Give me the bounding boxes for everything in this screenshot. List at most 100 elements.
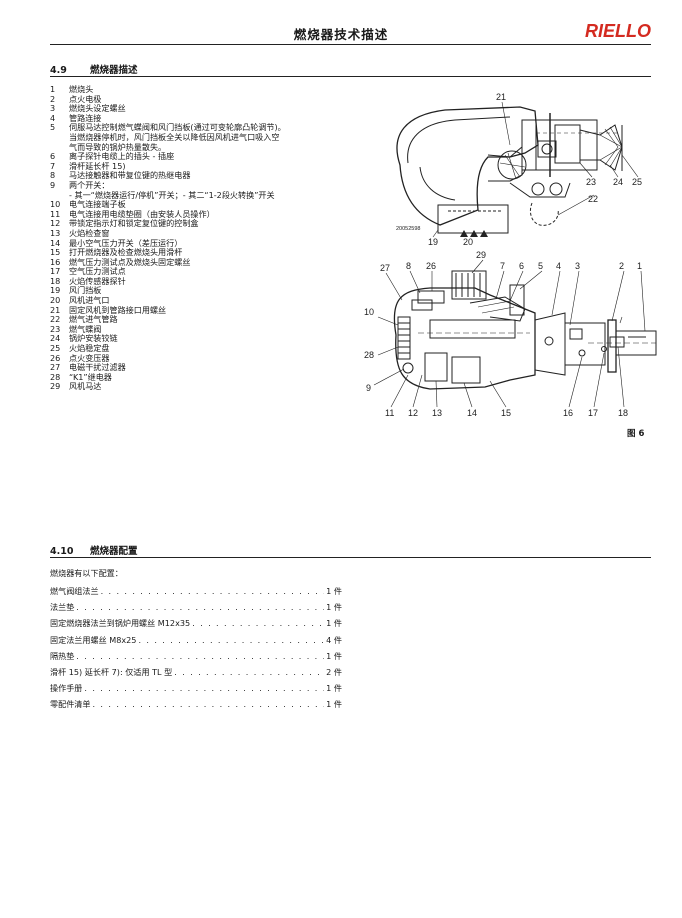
config-item: 操作手册1 件 [50, 683, 342, 699]
page-title: 燃烧器技术描述 [293, 27, 389, 42]
config-item-qty: 4 件 [326, 634, 342, 645]
part-description: 燃气进气管路 [69, 315, 350, 325]
part-description-line: 燃气进气管路 [69, 314, 118, 325]
part-description: 电磁干扰过滤器 [69, 363, 350, 373]
part-description: 点火电极 [69, 94, 350, 105]
section-rule [50, 557, 651, 558]
part-item: 24 锅炉安装铰链 [50, 334, 350, 344]
part-description: 风机进气口 [69, 295, 350, 306]
part-number: 18 [50, 275, 61, 286]
part-number: 24 [50, 333, 61, 344]
part-description-line: 燃烧头 [69, 84, 94, 94]
section-title: 燃烧器配置 [90, 546, 138, 557]
part-description-line: 火焰传感器探针 [69, 275, 126, 286]
part-item: 28“K1”继电器 [50, 372, 350, 383]
part-description: 空气压力测试点 [69, 267, 350, 277]
part-description: 锅炉安装铰链 [69, 334, 350, 344]
callout-27: 27 [380, 263, 390, 273]
section-rule [50, 76, 651, 77]
callout-21: 21 [496, 92, 506, 102]
part-item: 18 火焰传感器探针 [50, 275, 350, 287]
brand-text: RIELLO [585, 21, 651, 41]
part-description-line: 带锁定指示灯和锁定复位键的控制盒 [69, 218, 199, 229]
part-description-line: 电气连接用电缆垫圈（由安装人员操作） [69, 208, 215, 219]
part-number: 23 [50, 323, 61, 334]
riello-logo: RIELLO [585, 20, 651, 42]
callout-20: 20 [463, 237, 473, 247]
section-title: 燃烧器描述 [90, 65, 138, 76]
part-description: 电气连接用电缆垫圈（由安装人员操作） [69, 208, 350, 220]
part-description-line: 火焰稳定盘 [69, 343, 110, 354]
callout-29: 29 [476, 250, 486, 260]
top-leaders [432, 101, 639, 238]
part-number: 4 [50, 112, 56, 123]
config-item-name: 固定法兰用螺丝 M8x25 [50, 634, 137, 645]
part-description-line: 电磁干扰过滤器 [69, 362, 126, 373]
part-description: 离子探针电缆上的插头 - 插座 [69, 152, 350, 162]
callout-28: 28 [364, 350, 374, 360]
callout-8: 8 [406, 261, 411, 271]
config-item-qty: 1 件 [326, 618, 342, 629]
part-description: 两个开关：- 其一“燃烧器运行/停机”开关；- 其二“1-2段火转换”开关 [69, 180, 350, 200]
part-description-line: 火焰检查窗 [69, 227, 110, 238]
part-description: 打开燃烧器及检查燃烧头用滑杆 [69, 247, 350, 258]
config-item: 隔热垫1 件 [50, 651, 342, 667]
callout-9: 9 [366, 383, 371, 393]
figure-label: 图 6 [627, 429, 645, 439]
callout-6: 6 [519, 261, 524, 271]
part-description-line: 燃气压力测试点及燃烧头固定螺丝 [69, 256, 191, 267]
section-number: 4.9 [50, 65, 67, 76]
callout-25: 25 [632, 177, 642, 187]
part-number: 20 [50, 295, 61, 306]
callout-26: 26 [426, 261, 436, 271]
part-description: 燃烧头 [69, 84, 350, 95]
part-number: 12 [50, 218, 61, 229]
part-description: 燃烧头设定螺丝 [69, 104, 350, 114]
part-description: 火焰检查窗 [69, 227, 350, 239]
part-description-line: 固定风机到管路接口用螺丝 [69, 304, 167, 315]
part-item: 12 带锁定指示灯和锁定复位键的控制盒 [50, 219, 350, 229]
part-description-line: 风门挡板 [69, 285, 102, 296]
config-item-qty: 1 件 [326, 602, 342, 613]
part-description: 风门挡板 [69, 286, 350, 296]
callout-23: 23 [586, 177, 596, 187]
part-number: 7 [50, 160, 56, 171]
config-item: 零配件清单1 件 [50, 699, 342, 715]
part-number: 25 [50, 343, 61, 354]
burner-section-view [393, 270, 657, 390]
callout-5: 5 [538, 261, 543, 271]
part-description: 伺服马达控制燃气蝶阀和风门挡板(通过可变轮廓凸轮调节)。当燃烧器停机时，风门挡板… [69, 123, 350, 152]
config-item: 固定法兰用螺丝 M8x25 4 件 [50, 635, 342, 651]
config-item: 法兰垫 1 件 [50, 602, 342, 618]
config-item-name: 法兰垫 [50, 602, 75, 613]
part-description: 固定风机到管路接口用螺丝 [69, 304, 350, 316]
header-rule [50, 44, 651, 45]
config-item-qty: 2 件 [326, 666, 342, 677]
config-item-name: 操作手册 [50, 683, 83, 694]
part-description: 带锁定指示灯和锁定复位键的控制盒 [69, 219, 350, 229]
config-item: 燃气阀组法兰1 件 [50, 586, 342, 602]
part-number: 9 [50, 179, 56, 190]
part-description-line: 伺服马达控制燃气蝶阀和风门挡板(通过可变轮廓凸轮调节)。 [69, 122, 286, 133]
part-number: 15 [50, 247, 61, 258]
config-item-qty: 1 件 [326, 650, 342, 661]
callout-13: 13 [432, 408, 442, 418]
part-description-line: 空气压力测试点 [69, 266, 126, 277]
top-callouts: 21 23 24 25 22 19 20 20052598 [396, 92, 642, 247]
part-description: 火焰传感器探针 [69, 275, 350, 287]
callout-3: 3 [575, 261, 580, 271]
part-number: 3 [50, 103, 56, 114]
